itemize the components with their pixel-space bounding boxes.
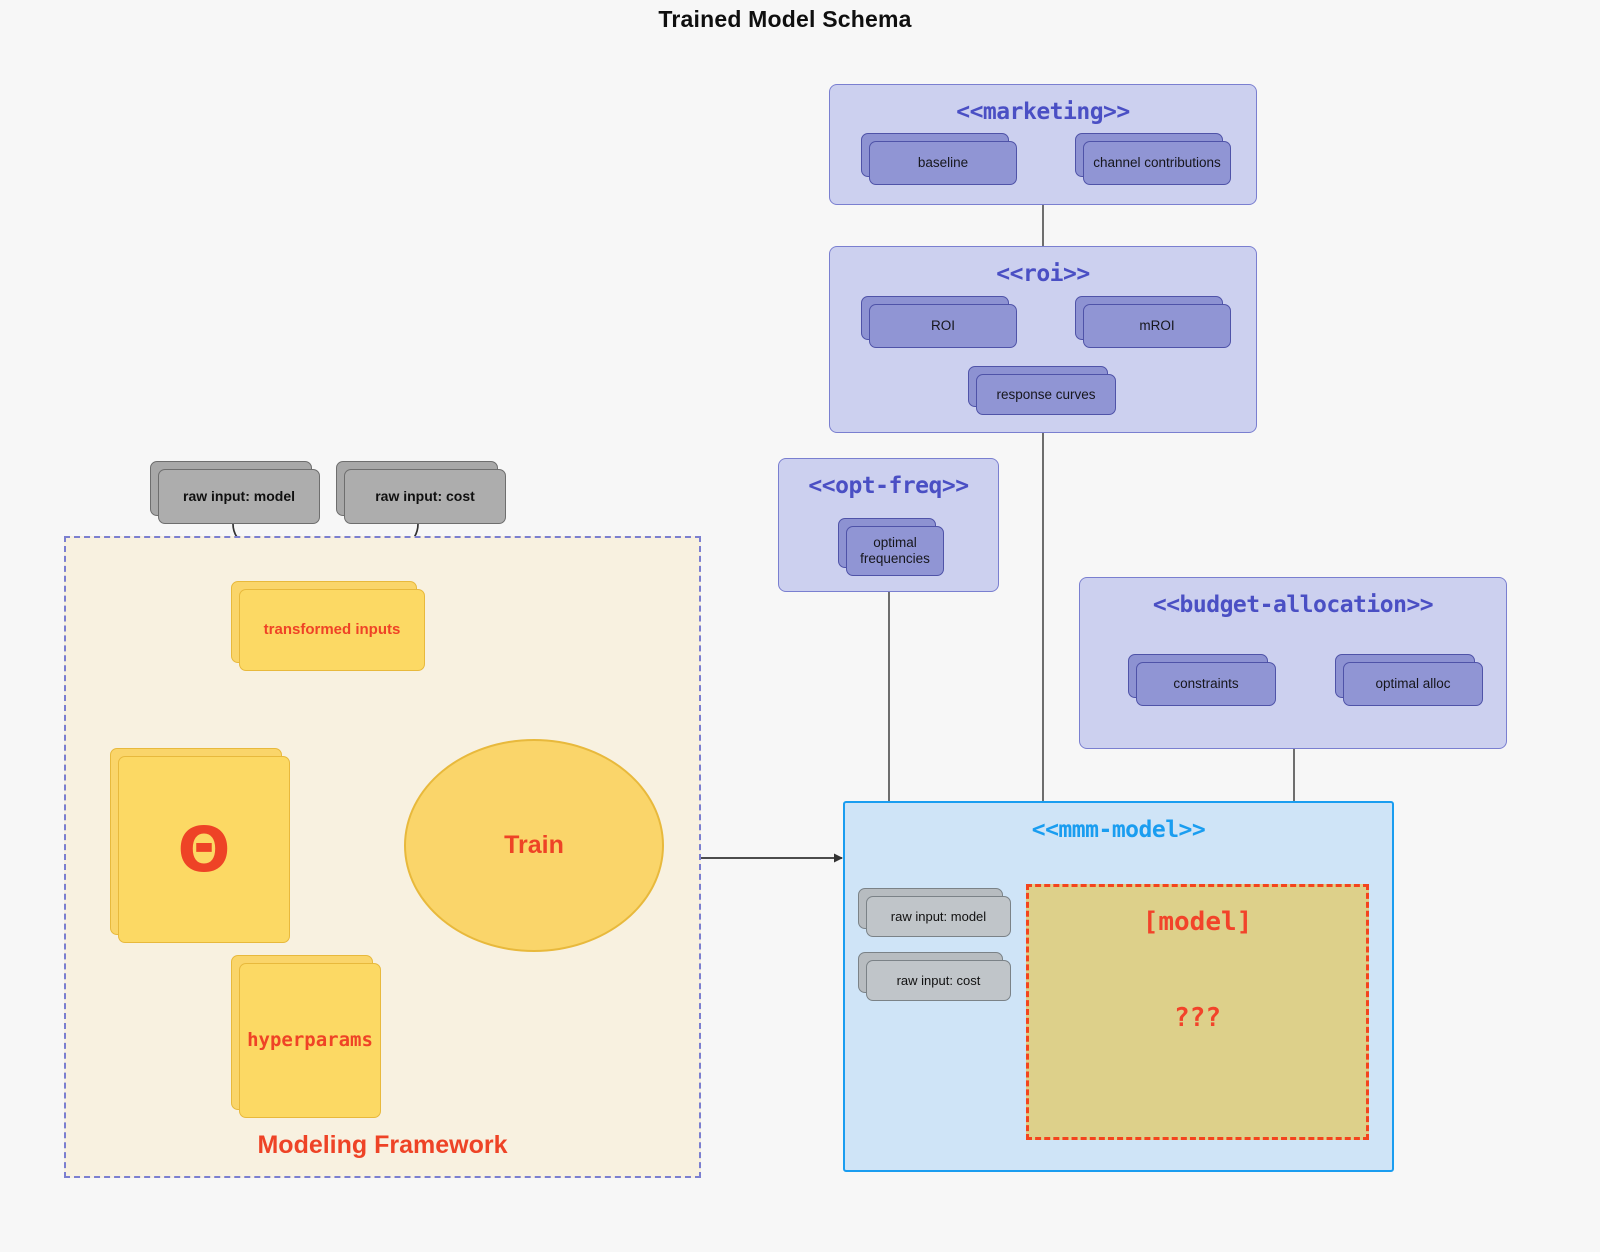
node-roi-label: ROI bbox=[869, 304, 1017, 348]
node-theta-face: Θ bbox=[118, 756, 290, 943]
node-mmm-raw-input-model-label: raw input: model bbox=[866, 896, 1011, 937]
node-constraints-label: constraints bbox=[1136, 662, 1276, 706]
node-raw-input-model-label: raw input: model bbox=[158, 469, 320, 524]
model-placeholder-label: [model] bbox=[1142, 907, 1253, 937]
node-mroi[interactable]: mROI bbox=[1075, 296, 1231, 348]
node-raw-input-cost-label: raw input: cost bbox=[344, 469, 506, 524]
cluster-mmm-model-title: <<mmm-model>> bbox=[1031, 817, 1206, 843]
cluster-roi-title: <<roi>> bbox=[996, 261, 1090, 287]
node-mroi-label: mROI bbox=[1083, 304, 1231, 348]
theta-symbol: Θ bbox=[177, 812, 231, 886]
page-title: Trained Model Schema bbox=[658, 6, 912, 32]
node-response-curves[interactable]: response curves bbox=[968, 366, 1116, 415]
model-placeholder-box[interactable]: [model] ??? bbox=[1026, 884, 1369, 1140]
node-mmm-raw-input-model[interactable]: raw input: model bbox=[858, 888, 1011, 937]
node-baseline[interactable]: baseline bbox=[861, 133, 1017, 185]
node-raw-input-model[interactable]: raw input: model bbox=[150, 461, 320, 524]
cluster-budget-allocation-title: <<budget-allocation>> bbox=[1152, 592, 1434, 618]
node-response-curves-label: response curves bbox=[976, 374, 1116, 415]
node-train-label: Train bbox=[504, 831, 564, 859]
node-raw-input-cost[interactable]: raw input: cost bbox=[336, 461, 506, 524]
node-optimal-alloc[interactable]: optimal alloc bbox=[1335, 654, 1483, 706]
model-placeholder-unknown: ??? bbox=[1174, 1003, 1221, 1033]
modeling-framework-label: Modeling Framework bbox=[257, 1131, 508, 1159]
node-transformed-inputs-label: transformed inputs bbox=[239, 589, 425, 671]
node-optimal-frequencies-line2: frequencies bbox=[860, 551, 930, 566]
node-optimal-frequencies-label: optimal frequencies bbox=[846, 526, 944, 576]
cluster-marketing-title: <<marketing>> bbox=[956, 99, 1130, 125]
node-constraints[interactable]: constraints bbox=[1128, 654, 1276, 706]
node-hyperparams-label: hyperparams bbox=[239, 963, 381, 1118]
cluster-opt-freq-title: <<opt-freq>> bbox=[808, 473, 969, 499]
node-channel-contributions[interactable]: channel contributions bbox=[1075, 133, 1231, 185]
node-mmm-raw-input-cost-label: raw input: cost bbox=[866, 960, 1011, 1001]
node-mmm-raw-input-cost[interactable]: raw input: cost bbox=[858, 952, 1011, 1001]
node-optimal-alloc-label: optimal alloc bbox=[1343, 662, 1483, 706]
node-optimal-frequencies-line1: optimal bbox=[873, 535, 917, 551]
node-optimal-frequencies[interactable]: optimal frequencies bbox=[838, 518, 944, 576]
node-hyperparams[interactable]: hyperparams bbox=[231, 955, 381, 1118]
node-train[interactable]: Train bbox=[404, 739, 664, 952]
node-baseline-label: baseline bbox=[869, 141, 1017, 185]
node-transformed-inputs[interactable]: transformed inputs bbox=[231, 581, 425, 671]
node-roi[interactable]: ROI bbox=[861, 296, 1017, 348]
node-channel-contributions-label: channel contributions bbox=[1083, 141, 1231, 185]
node-theta[interactable]: Θ bbox=[110, 748, 290, 943]
